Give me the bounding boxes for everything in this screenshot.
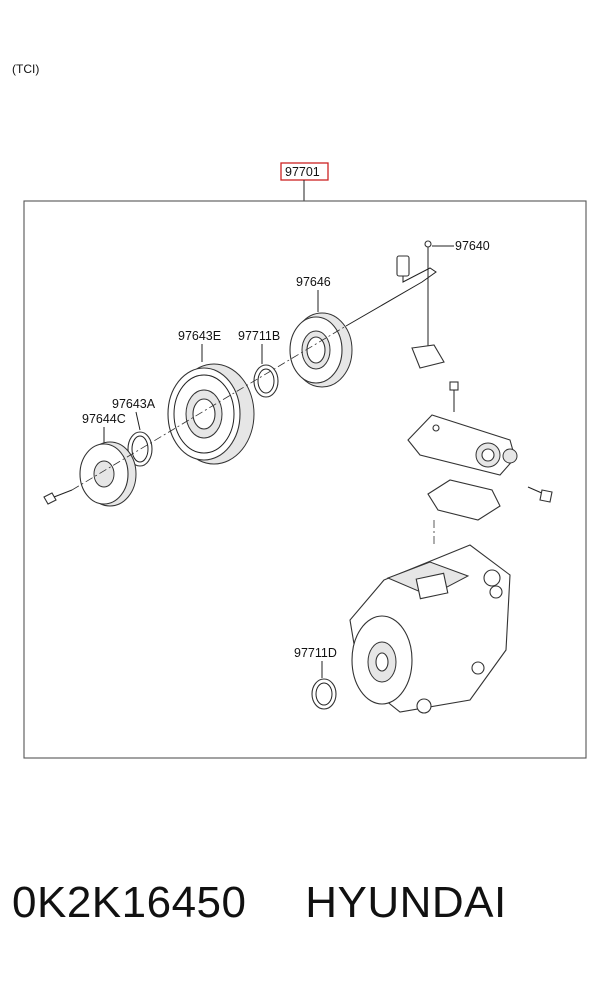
label-97644C[interactable]: 97644C [82, 412, 126, 426]
pulley[interactable] [167, 363, 255, 465]
snap-ring-b[interactable] [253, 364, 279, 398]
rear-head-cover[interactable] [407, 414, 518, 476]
cover-bolt[interactable] [449, 381, 459, 412]
snap-ring-a[interactable] [127, 431, 153, 467]
assembly-label[interactable]: 97701 [285, 165, 320, 179]
brand-name: HYUNDAI [305, 878, 507, 927]
pressure-plate[interactable] [79, 441, 137, 507]
o-ring-d[interactable] [311, 678, 337, 710]
variant-note: (TCI) [12, 62, 40, 76]
label-97643E[interactable]: 97643E [178, 329, 221, 343]
assembly-frame [23, 200, 587, 759]
part-number: 0K2K16450 [12, 878, 247, 927]
label-97643A[interactable]: 97643A [112, 397, 156, 411]
label-97711D[interactable]: 97711D [294, 646, 337, 660]
compressor-body[interactable] [349, 544, 511, 714]
label-97640[interactable]: 97640 [455, 239, 490, 253]
label-97646[interactable]: 97646 [296, 275, 331, 289]
field-coil[interactable] [289, 312, 353, 388]
hub-bolt[interactable] [43, 489, 73, 505]
sensor-wire-harness[interactable] [345, 240, 445, 369]
label-97711B[interactable]: 97711B [238, 329, 280, 343]
footer-title: 0K2K16450 HYUNDAI [12, 878, 507, 928]
head-gasket[interactable] [427, 479, 501, 521]
side-bolt[interactable] [527, 486, 553, 503]
